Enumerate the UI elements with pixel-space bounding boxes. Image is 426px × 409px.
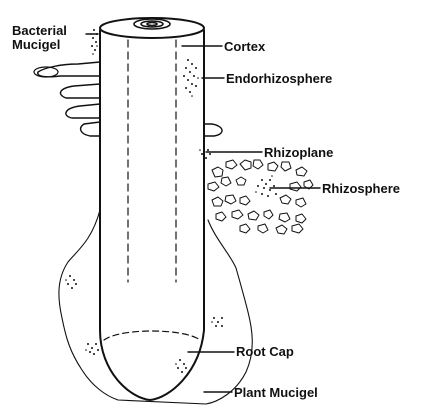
stele-core xyxy=(147,23,157,26)
label-endorhizosphere: Endorhizosphere xyxy=(226,72,332,86)
root-cap-boundary xyxy=(104,331,200,340)
colony-envelope-right xyxy=(211,317,223,327)
root-body xyxy=(100,30,204,400)
colony-envelope-left xyxy=(65,275,77,289)
colony-root-cap xyxy=(175,359,187,373)
label-rhizoplane: Rhizoplane xyxy=(264,146,333,160)
colony-endorhizosphere xyxy=(183,59,199,97)
root-hair-3 xyxy=(66,104,100,118)
colony-envelope-lower-left xyxy=(85,343,99,355)
label-cortex: Cortex xyxy=(224,40,265,54)
label-plant-mucigel: Plant Mucigel xyxy=(234,386,318,400)
label-bacterial: Bacterial xyxy=(12,24,67,38)
root-hair-5 xyxy=(204,124,222,136)
root-hair-2 xyxy=(60,84,100,98)
colony-top-left xyxy=(90,29,98,55)
root-hair-1 xyxy=(38,62,100,77)
label-root-cap: Root Cap xyxy=(236,345,294,359)
label-rhizosphere: Rhizosphere xyxy=(322,182,400,196)
root-hair-4 xyxy=(81,122,100,136)
soil-particles xyxy=(208,160,313,234)
colony-rhizosphere-center xyxy=(255,175,277,197)
plant-mucigel-envelope xyxy=(59,210,252,404)
label-mucigel: Mucigel xyxy=(12,38,60,52)
